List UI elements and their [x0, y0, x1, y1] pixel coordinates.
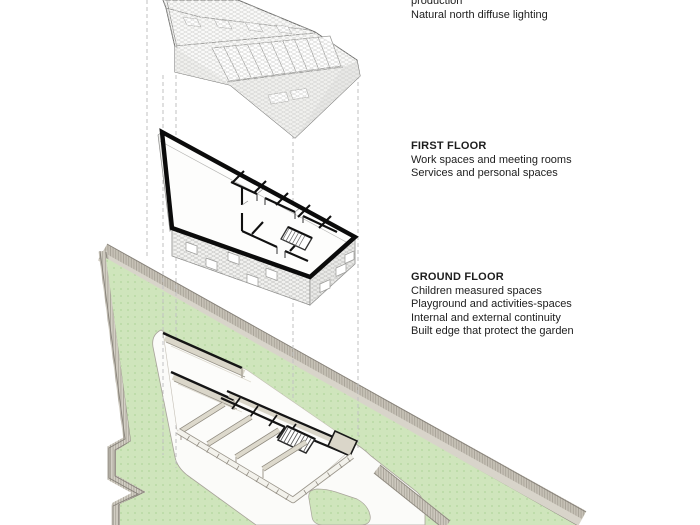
ground-mullion-walls [176, 428, 354, 504]
path-curb [373, 464, 451, 525]
boundary-wall-west [98, 250, 151, 525]
roof-annotation-line: production [411, 0, 463, 7]
ground-wall-1 [162, 331, 246, 378]
first-floor-annotation-line: Services and personal spaces [411, 167, 558, 180]
first-floor-annotation-line: Work spaces and meeting rooms [411, 153, 572, 166]
ground-floor-annotation-line: Children measured spaces [411, 284, 542, 297]
ground-floor-annotation-line: Internal and external continuity [411, 311, 561, 324]
first-floor-stair [280, 226, 313, 251]
roof-annotation-line: Natural north diffuse lighting [411, 8, 548, 21]
roof-annotation: production Natural north diffuse lightin… [411, 0, 548, 22]
garden-patch [308, 488, 371, 525]
facade-windows [185, 241, 355, 294]
ground-stair [276, 424, 317, 454]
first-floor-perimeter [159, 128, 359, 280]
ground-floor-annotation-line: Built edge that protect the garden [411, 325, 574, 338]
first-floor-heading: FIRST FLOOR [411, 140, 487, 152]
roof-drawing [162, 0, 361, 139]
ground-floor-annotation-line: Playground and activities-spaces [411, 298, 572, 311]
ground-partitions [179, 401, 308, 478]
ground-floor-heading: GROUND FLOOR [411, 271, 504, 283]
first-floor-drawing [157, 128, 359, 306]
first-floor-annotation: FIRST FLOOR Work spaces and meeting room… [411, 140, 572, 181]
roof-grid-texture [163, 0, 360, 138]
ground-floor-annotation: GROUND FLOOR Children measured spaces Pl… [411, 271, 574, 339]
first-floor-facades [171, 227, 356, 306]
ground-floor-drawing [162, 331, 359, 504]
